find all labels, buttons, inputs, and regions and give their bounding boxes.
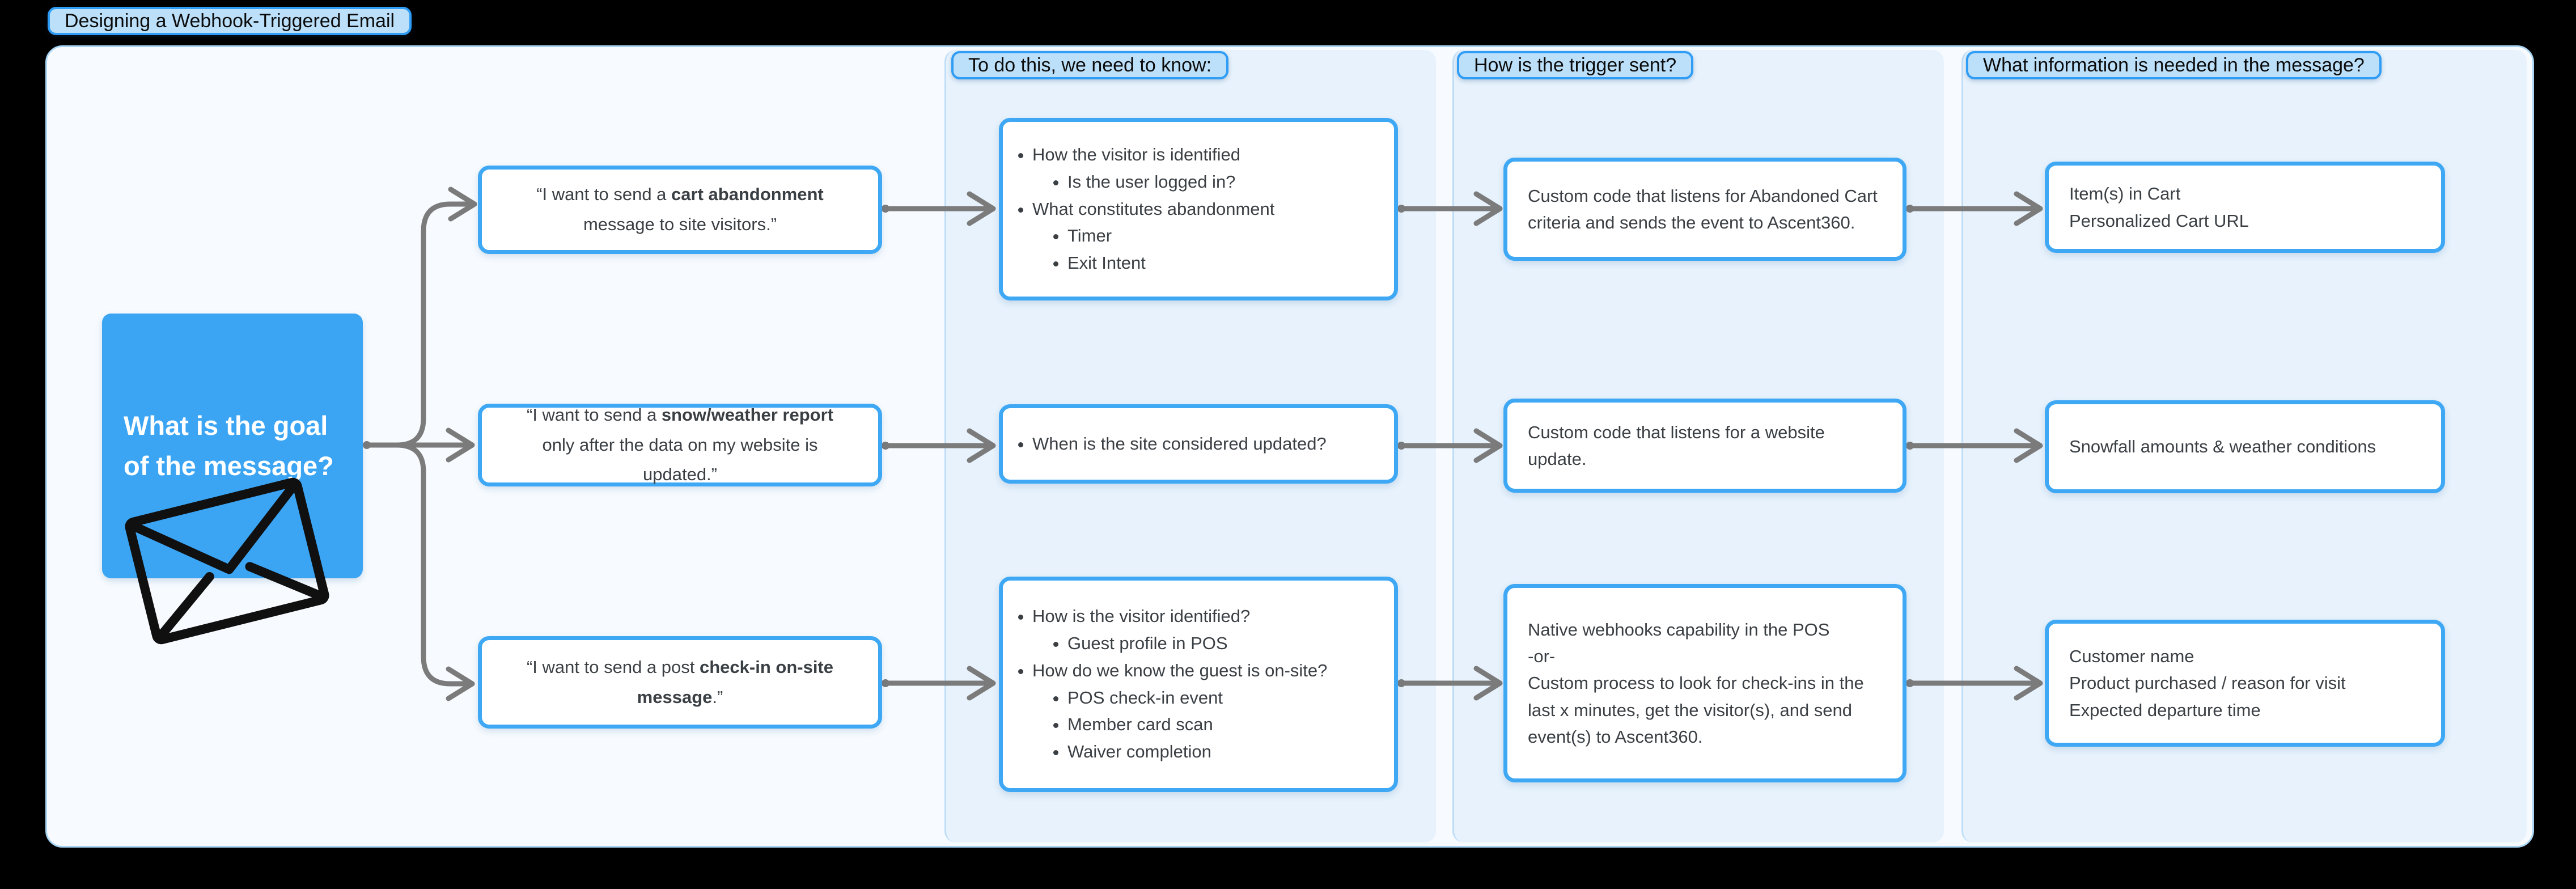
bullet-item: What constitutes abandonment Timer Exit … <box>1032 197 1394 277</box>
quote-node-check-in: “I want to send a post check-in on-site … <box>478 636 882 729</box>
bullet-item: How the visitor is identified Is the use… <box>1032 142 1394 195</box>
column-header-know: To do this, we need to know: <box>951 51 1229 79</box>
trigger-node-check-in: Native webhooks capability in the POS -o… <box>1503 584 1906 782</box>
know-node-snow-report: When is the site considered updated? <box>999 404 1398 484</box>
info-node-snow-report: Snowfall amounts & weather conditions <box>2045 400 2445 493</box>
diagram-title: Designing a Webhook-Triggered Email <box>48 7 412 35</box>
goal-line-2: of the message? <box>124 450 334 481</box>
bullet-subitem: Member card scan <box>1067 712 1394 738</box>
bullet-list: How the visitor is identified Is the use… <box>1003 141 1394 278</box>
quote-text: “I want to send a post check-in on-site … <box>526 657 833 707</box>
trigger-text: -or- <box>1528 646 1556 667</box>
goal-node: What is the goal of the message? <box>102 314 363 578</box>
bullet-item: How do we know the guest is on-site? POS… <box>1032 658 1394 765</box>
info-node-cart-abandonment: Item(s) in Cart Personalized Cart URL <box>2045 162 2445 253</box>
info-line: Personalized Cart URL <box>2069 210 2249 231</box>
bullet-subitem: Guest profile in POS <box>1067 631 1394 657</box>
bullet-subitem: Timer <box>1067 223 1394 249</box>
quote-node-cart-abandonment: “I want to send a cart abandonment messa… <box>478 166 882 254</box>
bullet-subitem: Exit Intent <box>1067 251 1394 276</box>
info-line: Customer name <box>2069 646 2194 667</box>
trigger-text: Custom process to look for check-ins in … <box>1528 673 1864 747</box>
bullet-subitem: Waiver completion <box>1067 739 1394 765</box>
column-header-info: What information is needed in the messag… <box>1966 51 2382 79</box>
know-node-check-in: How is the visitor identified? Guest pro… <box>999 577 1398 792</box>
goal-line-1: What is the goal <box>124 410 328 441</box>
quote-text: “I want to send a snow/weather report on… <box>527 404 833 485</box>
trigger-node-cart-abandonment: Custom code that listens for Abandoned C… <box>1503 158 1906 261</box>
envelope-icon <box>125 477 329 645</box>
column-header-trigger: How is the trigger sent? <box>1457 51 1694 79</box>
info-line: Item(s) in Cart <box>2069 184 2181 204</box>
trigger-text: Native webhooks capability in the POS <box>1528 620 1830 640</box>
quote-node-snow-report: “I want to send a snow/weather report on… <box>478 404 882 486</box>
know-node-cart-abandonment: How the visitor is identified Is the use… <box>999 118 1398 300</box>
quote-text: “I want to send a cart abandonment messa… <box>536 184 824 234</box>
trigger-text: Custom code that listens for a website u… <box>1528 422 1825 469</box>
trigger-text: Custom code that listens for Abandoned C… <box>1528 185 1878 232</box>
bullet-list: How is the visitor identified? Guest pro… <box>1003 602 1394 767</box>
info-line: Expected departure time <box>2069 700 2261 720</box>
bullet-item: How is the visitor identified? Guest pro… <box>1032 604 1394 657</box>
info-node-check-in: Customer name Product purchased / reason… <box>2045 620 2445 747</box>
bullet-item: When is the site considered updated? <box>1032 431 1394 457</box>
info-line: Snowfall amounts & weather conditions <box>2069 437 2376 457</box>
bullet-list: When is the site considered updated? <box>1003 430 1394 459</box>
bullet-subitem: Is the user logged in? <box>1067 170 1394 195</box>
info-line: Product purchased / reason for visit <box>2069 673 2346 693</box>
trigger-node-snow-report: Custom code that listens for a website u… <box>1503 399 1906 493</box>
bullet-subitem: POS check-in event <box>1067 685 1394 711</box>
